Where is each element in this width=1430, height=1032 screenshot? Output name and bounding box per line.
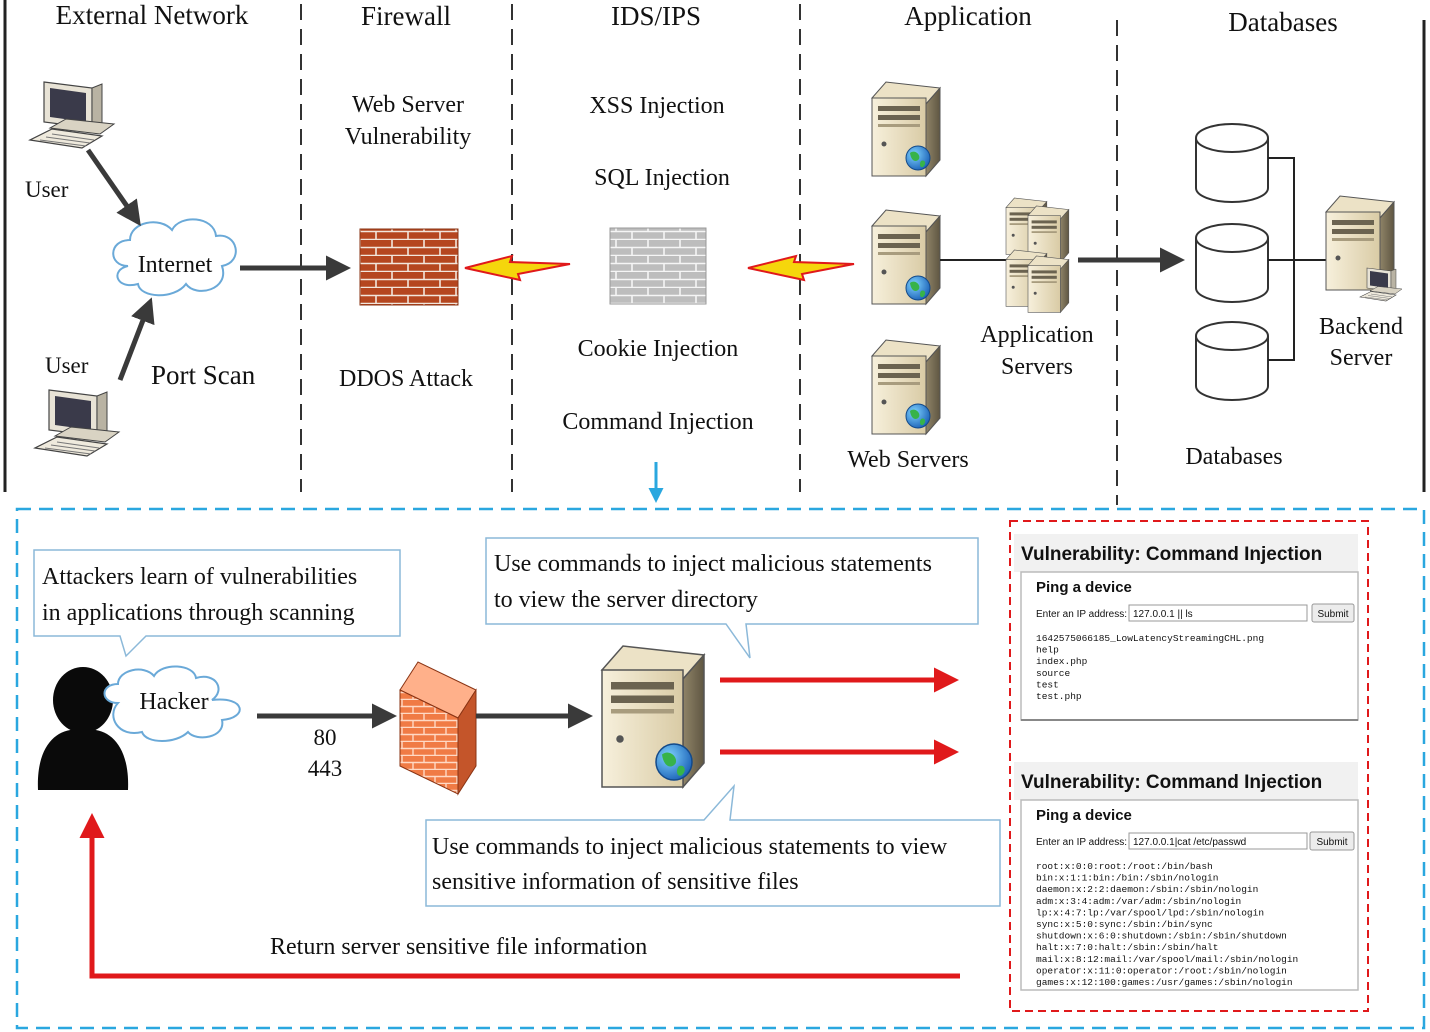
backend-server-label-1: Backend [1319, 314, 1403, 340]
callout-scan-line1: Attackers learn of vulnerabilities [42, 564, 357, 590]
output-line: source [1036, 668, 1071, 679]
ids-brick-icon [609, 227, 707, 305]
return-info-arrow [79, 813, 960, 979]
databases-label: Databases [1185, 444, 1282, 470]
hacker-label: Hacker [139, 689, 208, 715]
hacker-thought-cloud [103, 665, 241, 742]
user-computer-icon [29, 81, 115, 149]
user-to-internet-arrow [117, 297, 155, 381]
column-header-ids: IDS/IPS [611, 1, 701, 31]
dvwa-panel-bottom: Vulnerability: Command Injection Ping a … [1014, 762, 1359, 991]
lightning-attack-icon [464, 254, 571, 282]
globe-icon [905, 145, 931, 171]
web-server-vuln-label-1: Web Server [352, 92, 464, 118]
application-servers-label-2: Servers [1001, 354, 1073, 380]
callout-files [425, 783, 1001, 907]
user-label-bottom: User [45, 353, 89, 378]
callout-files-line1: Use commands to inject malicious stateme… [432, 834, 948, 860]
output-line: games:x:12:100:games:/usr/games:/sbin/no… [1036, 977, 1293, 988]
output-line: help [1036, 645, 1059, 656]
port-80-label: 80 [314, 725, 337, 750]
output-line: 1642575066185_LowLatencyStreamingCHL.png [1036, 633, 1264, 644]
callout-directory [485, 537, 979, 659]
panel-top-submit-button[interactable] [1311, 603, 1355, 623]
panel-top-ip-value: 127.0.0.1 || ls [1133, 609, 1193, 620]
firewall-wall-icon [399, 661, 477, 796]
web-server-vuln-label-2: Vulnerability [345, 124, 472, 150]
hacker-icon [37, 667, 129, 790]
column-header-firewall: Firewall [361, 1, 451, 31]
application-servers-icon [1005, 197, 1070, 313]
output-line: root:x:0:0:root:/root:/bin/bash [1036, 861, 1213, 872]
backend-server-label-2: Server [1330, 345, 1393, 371]
sql-injection-label: SQL Injection [594, 165, 730, 191]
output-line: sync:x:5:0:sync:/sbin:/bin/sync [1036, 919, 1213, 930]
panel-top-output: 1642575066185_LowLatencyStreamingCHL.png… [1036, 633, 1264, 702]
panel-bottom-ip-value: 127.0.0.1|cat /etc/passwd [1133, 837, 1246, 848]
panel-top-subtitle: Ping a device [1036, 579, 1132, 596]
output-line: operator:x:11:0:operator:/root:/sbin/nol… [1036, 965, 1287, 976]
output-line: adm:x:3:4:adm:/var/adm:/sbin/nologin [1036, 896, 1241, 907]
column-header-databases: Databases [1228, 7, 1337, 37]
output-line: test [1036, 679, 1059, 690]
panel-bottom-ip-label: Enter an IP address: [1036, 837, 1127, 848]
panel-bottom-title: Vulnerability: Command Injection [1021, 772, 1322, 793]
callout-files-line2: sensitive information of sensitive files [432, 869, 799, 895]
output-line: bin:x:1:1:bin:/bin:/sbin/nologin [1036, 873, 1218, 884]
internet-cloud-icon [112, 218, 237, 297]
user-label-top: User [25, 177, 69, 202]
panel-top-submit-label: Submit [1317, 609, 1348, 620]
globe-icon [905, 403, 931, 429]
web-servers-label: Web Servers [847, 447, 968, 473]
globe-icon [655, 743, 693, 781]
database-connectors [1268, 157, 1326, 361]
output-line: daemon:x:2:2:daemon:/sbin:/sbin/nologin [1036, 884, 1258, 895]
user-to-internet-arrow [85, 148, 141, 227]
callout-directory-line2: to view the server directory [494, 587, 758, 613]
cookie-injection-label: Cookie Injection [578, 336, 739, 362]
command-injection-label: Command Injection [562, 409, 753, 435]
column-header-application: Application [904, 1, 1032, 31]
database-cylinder-icon [1195, 123, 1269, 203]
output-line: halt:x:7:0:halt:/sbin:/sbin/halt [1036, 942, 1218, 953]
panel-bottom-subtitle: Ping a device [1036, 807, 1132, 824]
user-computer-icon [34, 389, 120, 457]
panel-top-title: Vulnerability: Command Injection [1021, 544, 1322, 565]
internet-label: Internet [138, 252, 213, 278]
lightning-attack-icon [747, 254, 855, 282]
panel-top-ip-label: Enter an IP address: [1036, 609, 1127, 620]
dvwa-panel-top: Vulnerability: Command Injection Ping a … [1014, 534, 1359, 721]
output-line: test.php [1036, 691, 1082, 702]
firewall-brick-icon [359, 228, 459, 306]
database-cylinder-icon [1195, 223, 1269, 303]
return-info-label: Return server sensitive file information [270, 934, 647, 960]
output-line: lp:x:4:7:lp:/var/spool/lpd:/sbin/nologin [1036, 907, 1264, 918]
callout-directory-line1: Use commands to inject malicious stateme… [494, 551, 932, 577]
panel-bottom-submit-label: Submit [1316, 837, 1347, 848]
port-443-label: 443 [308, 756, 343, 781]
database-cylinder-icon [1195, 321, 1269, 401]
callout-scan-line2: in applications through scanning [42, 600, 355, 626]
column-header-external: External Network [56, 0, 249, 30]
output-line: mail:x:8:12:mail:/var/spool/mail:/sbin/n… [1036, 954, 1298, 965]
port-scan-label: Port Scan [151, 360, 256, 390]
panel-bottom-submit-button[interactable] [1309, 831, 1355, 851]
output-line: shutdown:x:6:0:shutdown:/sbin:/sbin/shut… [1036, 931, 1287, 942]
panel-bottom-ip-input[interactable] [1128, 832, 1308, 850]
panel-top-ip-input[interactable] [1128, 604, 1308, 622]
attack-detail-frame [15, 507, 1426, 1030]
application-servers-label-1: Application [980, 322, 1093, 348]
panel-bottom-output: root:x:0:0:root:/root:/bin/bashbin:x:1:1… [1036, 861, 1298, 988]
ddos-attack-label: DDOS Attack [339, 366, 473, 392]
column-separators [300, 4, 1118, 505]
callout-scan [33, 549, 401, 658]
globe-icon [905, 275, 931, 301]
xss-injection-label: XSS Injection [589, 93, 724, 119]
output-line: index.php [1036, 656, 1088, 667]
